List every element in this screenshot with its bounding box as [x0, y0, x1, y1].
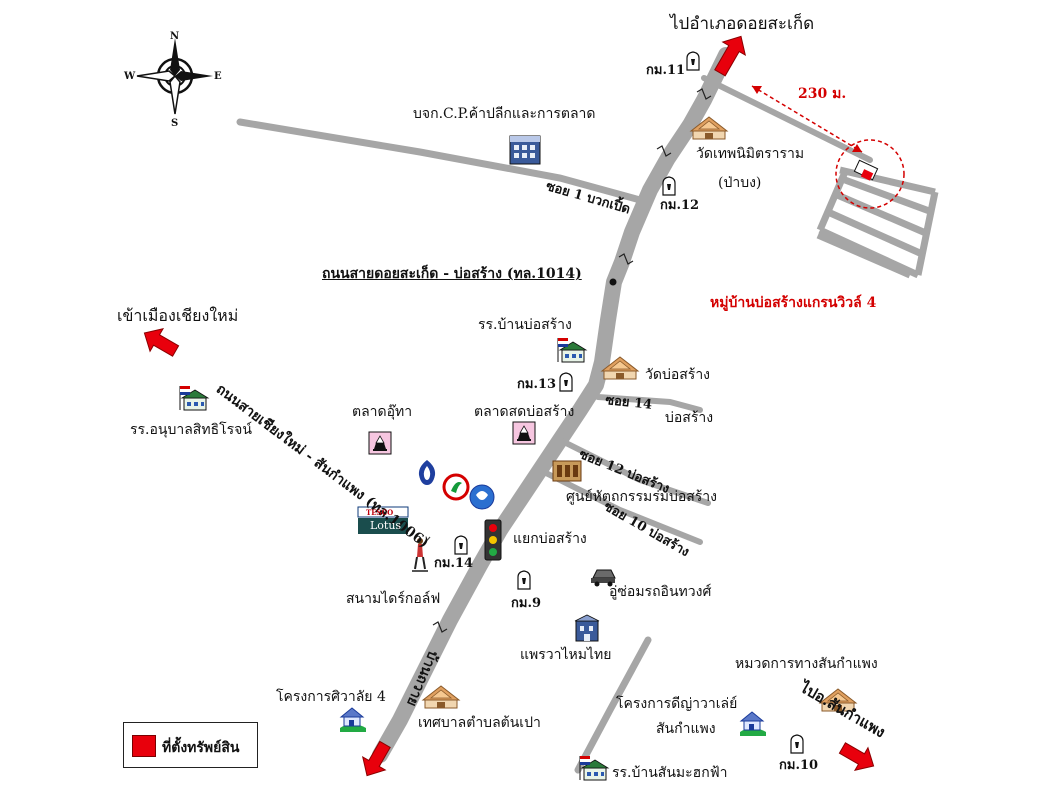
- road-soi14: [595, 394, 703, 413]
- bank-icon: [442, 473, 470, 501]
- label-wat-thepnimit: วัดเทพนิมิตราราม: [696, 146, 805, 162]
- junction-dot: [609, 278, 617, 286]
- arrow-to-ban-thawai: [361, 740, 391, 777]
- km14-post: [454, 535, 468, 555]
- label-km13: กม.13: [517, 377, 557, 392]
- roads: [236, 47, 939, 774]
- tesco-lotus-logo: [357, 506, 409, 534]
- road-sanmaket: [574, 636, 652, 774]
- label-talat-uthai: ตลาดอุ๊ทา: [352, 404, 413, 420]
- label-handicraft: ศูนย์หัตถกรรมร่มบ่อสร้าง: [566, 489, 718, 505]
- house-icon: [339, 707, 367, 733]
- label-km9: กม.9: [511, 596, 542, 611]
- label-school-sanmaket: รร.บ้านสันมะฮกฟ้า: [612, 765, 728, 781]
- school-icon: [579, 755, 609, 781]
- compass-rose: [136, 38, 213, 115]
- legend: ที่ตั้งทรัพย์สิน: [123, 722, 258, 768]
- label-traffic-light: แยกบ่อสร้าง: [513, 531, 587, 547]
- label-school-anuban: รร.อนุบาลสิทธิโรจน์: [130, 422, 252, 438]
- label-tesco-top: TESCO: [366, 508, 394, 517]
- label-km12: กม.12: [660, 198, 700, 213]
- label-school-bosang: รร.บ้านบ่อสร้าง: [478, 317, 572, 333]
- school-icon: [557, 337, 587, 363]
- label-distance: 230 ม.: [798, 86, 847, 102]
- arrow-to-sankamphaeng: [838, 742, 875, 772]
- market-icon: [368, 431, 392, 455]
- office-icon: [509, 135, 541, 165]
- label-pa-bong: (ป่าบง): [718, 175, 762, 191]
- compass-north: N: [170, 31, 180, 42]
- legend-swatch: [132, 735, 156, 757]
- label-tesaban: เทศบาลตำบลต้นเปา: [418, 715, 541, 731]
- km9-post: [517, 570, 531, 590]
- temple-icon: [422, 685, 460, 709]
- arrow-to-doi-saket: [714, 35, 747, 77]
- label-tesco-bottom: Lotus: [370, 519, 402, 532]
- km13-post: [559, 372, 573, 392]
- label-highway-dept: หมวดการทางสันกำแพง: [735, 656, 878, 672]
- road-1014: [372, 47, 734, 763]
- compass-west: W: [124, 71, 136, 82]
- house-icon: [739, 711, 767, 737]
- bank-icon: [469, 484, 495, 510]
- school-icon: [179, 385, 209, 411]
- bank-icon: [418, 460, 436, 485]
- label-silk: แพรวาไหมไทย: [520, 647, 612, 663]
- compass-south: S: [171, 118, 179, 129]
- label-sankamphaeng-proj: สันกำแพง: [656, 721, 716, 737]
- km10-post: [790, 734, 804, 754]
- label-km10: กม.10: [779, 758, 819, 773]
- label-to-doi-saket: ไปอำเภอดอยสะเก็ด: [670, 14, 815, 34]
- golf-icon: [412, 536, 431, 572]
- km11-post: [686, 51, 700, 71]
- road-village: [701, 75, 873, 163]
- garage-icon: [591, 569, 616, 587]
- village-roads: [816, 166, 939, 279]
- shop-icon: [574, 614, 600, 642]
- road-soi10: [537, 467, 703, 545]
- label-km14: กม.14: [434, 556, 474, 571]
- label-talat-bosang: ตลาดสดบ่อสร้าง: [474, 404, 575, 420]
- property-marker[interactable]: [835, 139, 905, 209]
- distance-indicator: [751, 85, 863, 153]
- label-km11: กม.11: [646, 63, 686, 78]
- label-to-city: เข้าเมืองเชียงใหม่: [117, 306, 239, 325]
- market-icon: [512, 421, 536, 445]
- traffic-light-icon: [484, 519, 502, 561]
- km12-post: [662, 176, 676, 196]
- arrow-to-city: [143, 327, 180, 357]
- label-village: หมู่บ้านบ่อสร้างแกรนวิวล์ 4: [710, 295, 877, 311]
- label-cp-company: บจก.C.P.ค้าปลีกและการตลาด: [413, 106, 596, 122]
- legend-label: ที่ตั้งทรัพย์สิน: [162, 740, 240, 756]
- compass-east: E: [214, 71, 222, 82]
- label-garage: อู่ซ่อมรถอินทวงศ์: [609, 584, 712, 600]
- label-dinyawa: โครงการดีญ่าวาเล่ย์: [616, 696, 738, 712]
- label-bosang-14: บ่อสร้าง: [665, 410, 714, 426]
- label-golf: สนามไดร์กอล์ฟ: [346, 591, 441, 607]
- road-soi12: [557, 437, 711, 506]
- handicraft-icon: [552, 460, 582, 482]
- label-main-road: ถนนสายดอยสะเก็ด - บ่อสร้าง (ทล.1014): [322, 266, 582, 282]
- label-wat-bosang: วัดบ่อสร้าง: [645, 367, 711, 383]
- road-cp-soi1: [236, 118, 644, 204]
- label-siwalai: โครงการศิวาลัย 4: [276, 689, 386, 705]
